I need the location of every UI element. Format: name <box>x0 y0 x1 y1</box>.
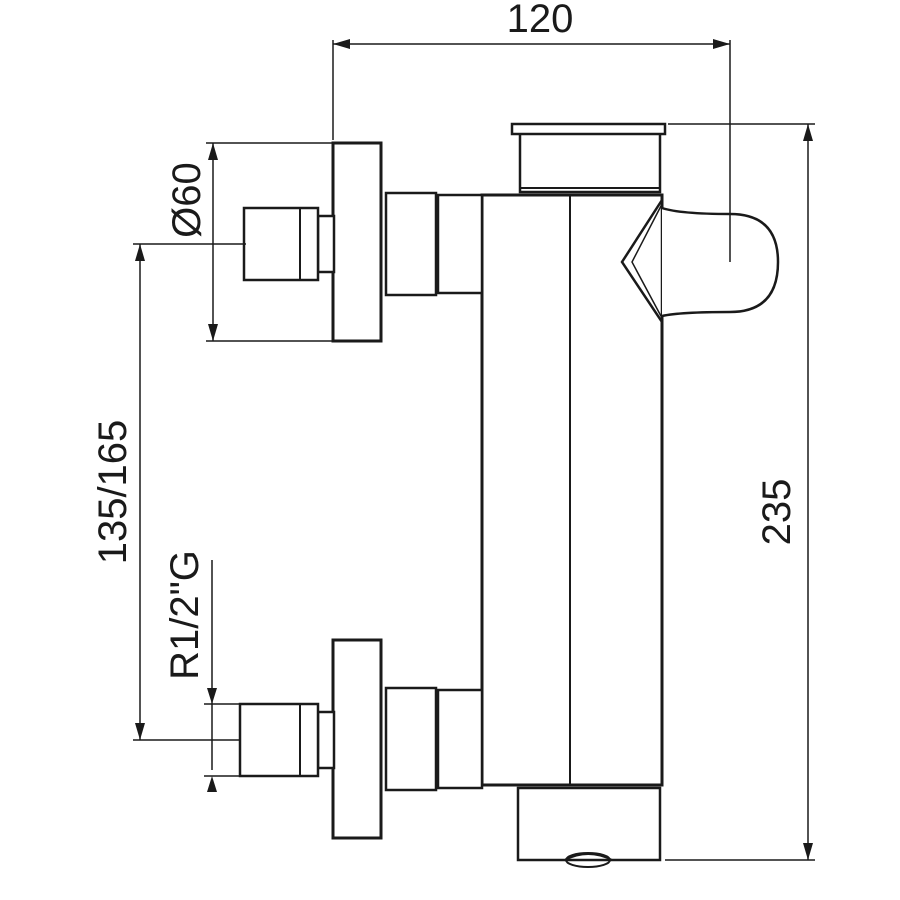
top-inlet-fitting <box>242 141 484 343</box>
diameter-dimension: Ø60 <box>165 142 336 342</box>
height-dimension: 235 <box>665 123 815 861</box>
thread-dimension: R1/2"G <box>163 550 244 792</box>
mixer-body <box>480 122 667 868</box>
width-label: 120 <box>507 0 574 41</box>
inlet-spacing-dimension: 135/165 <box>91 243 246 741</box>
width-dimension: 120 <box>332 0 731 262</box>
inlet-spacing-label: 135/165 <box>91 420 135 565</box>
thread-label: R1/2"G <box>163 550 207 680</box>
bottom-inlet-fitting <box>238 638 484 840</box>
diameter-label: Ø60 <box>165 162 209 238</box>
temperature-handle <box>620 195 780 327</box>
height-label: 235 <box>755 479 799 546</box>
